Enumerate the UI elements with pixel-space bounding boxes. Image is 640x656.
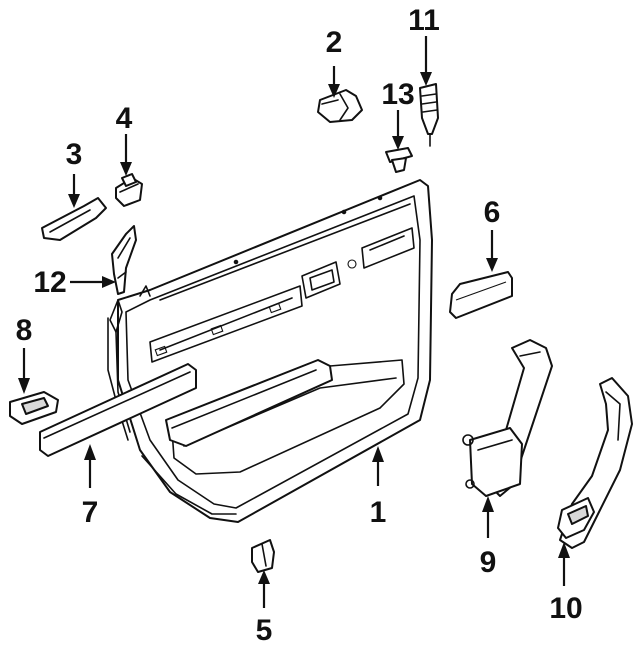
- part-13-push-fastener: [385, 147, 413, 173]
- part-8-switch-bezel: [9, 391, 59, 425]
- callout-5: 5: [256, 614, 273, 647]
- part-7-moulding-strip: [39, 363, 197, 457]
- callout-12: 12: [33, 266, 66, 299]
- callout-3: 3: [66, 138, 83, 171]
- part-5-bracket: [251, 539, 275, 573]
- callout-8: 8: [16, 314, 33, 347]
- part-6-reflector: [449, 271, 513, 319]
- callout-9: 9: [480, 546, 497, 579]
- callout-numbers: 1 2 3 4 5 6 7 8 9 10 11 12 13: [16, 4, 583, 647]
- callout-10: 10: [549, 592, 582, 625]
- part-3-pull-handle: [41, 197, 107, 241]
- door-trim-panel: [107, 179, 433, 523]
- callout-6: 6: [484, 196, 501, 229]
- part-4-clip: [115, 173, 143, 207]
- part-12-clip-bracket: [111, 225, 137, 295]
- callout-11: 11: [408, 4, 440, 37]
- callout-1: 1: [370, 496, 387, 529]
- leader-lines: [18, 36, 570, 608]
- part-9-inner-handle: [462, 339, 553, 497]
- callout-2: 2: [326, 26, 343, 59]
- callout-13: 13: [381, 78, 414, 111]
- callout-4: 4: [116, 102, 133, 135]
- part-11-lock-knob: [419, 83, 439, 147]
- part-10-handle-trim: [557, 377, 633, 549]
- part-2-cap: [317, 89, 363, 123]
- callout-7: 7: [82, 496, 99, 529]
